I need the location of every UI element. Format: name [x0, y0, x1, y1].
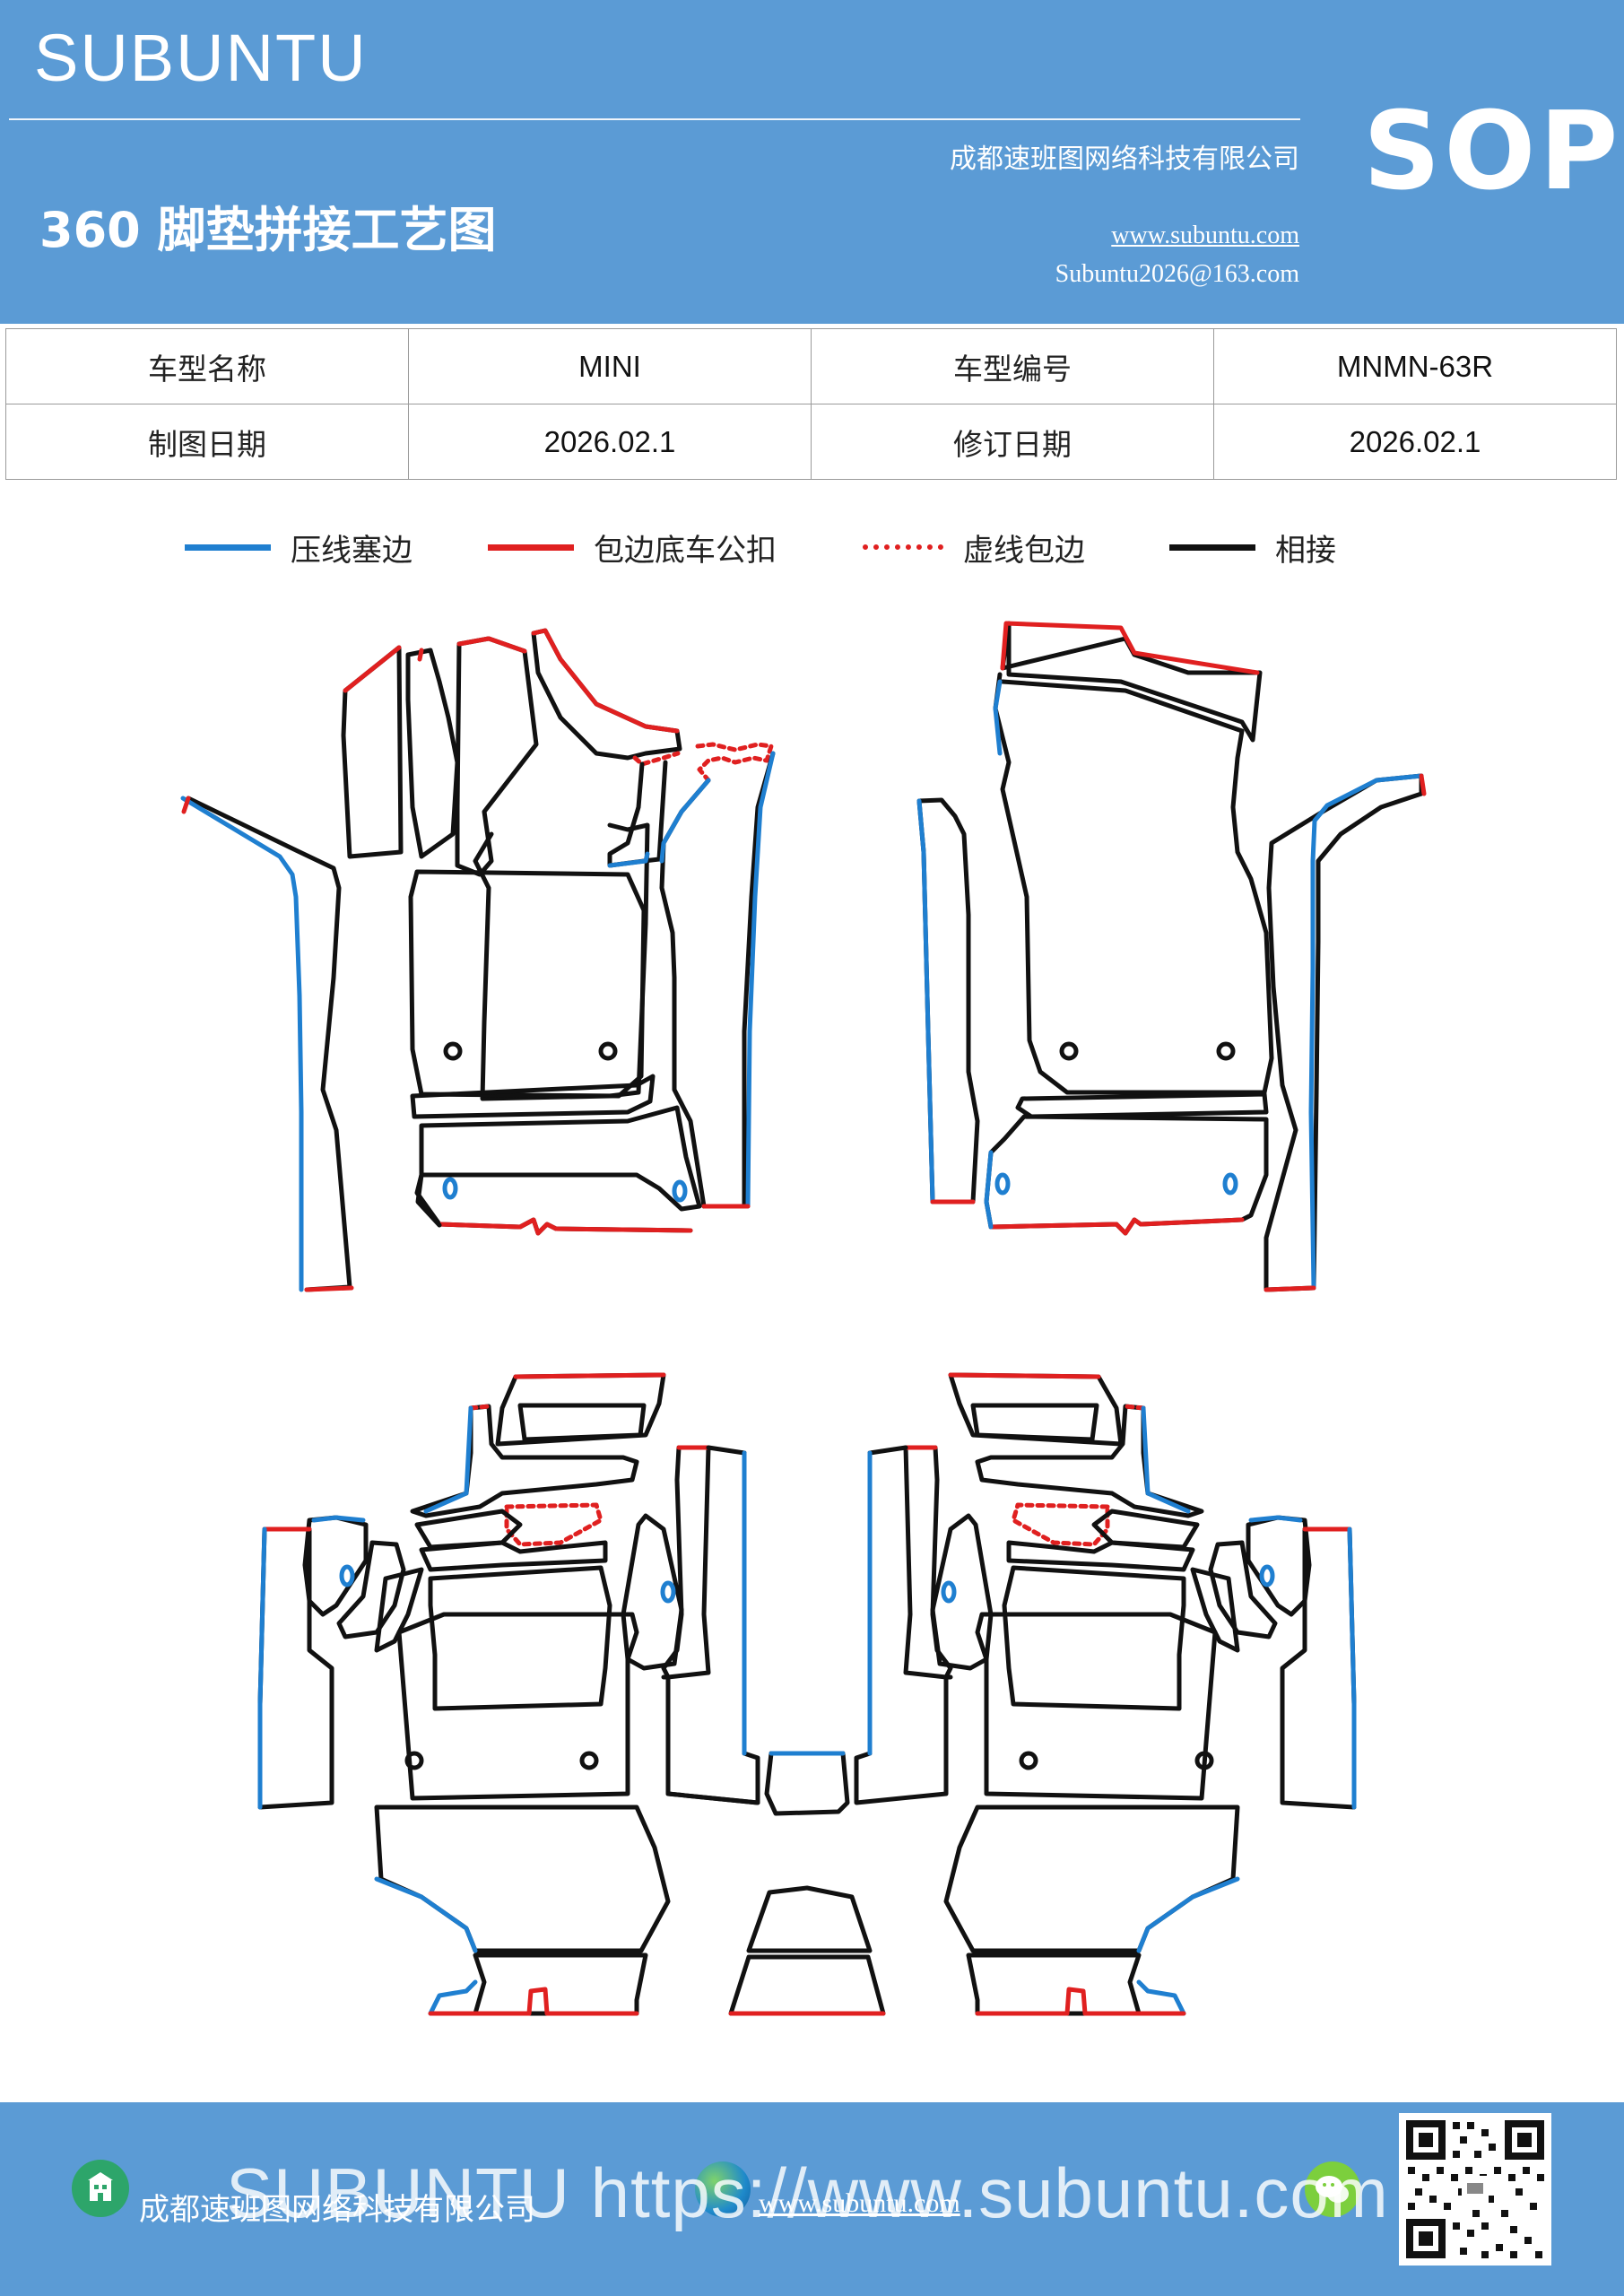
footer-website-link[interactable]: www.subuntu.com — [759, 2188, 960, 2218]
legend-label: 相接 — [1275, 532, 1336, 569]
legend-item-edge-clip: 包边底车公扣 — [488, 520, 777, 574]
footer-banner: SUBUNTU https://www.subuntu.com 成都速班图网络科… — [0, 2102, 1624, 2296]
legend-item-dotted-edge: 虚线包边 — [863, 520, 1085, 574]
model-code-value: MNMN-63R — [1213, 328, 1617, 404]
floor-mat-diagram — [0, 583, 1624, 2054]
sop-badge: SOP — [1363, 90, 1622, 214]
header-banner: SUBUNTU 360 脚垫拼接工艺图 成都速班图网络科技有限公司 www.su… — [0, 0, 1624, 324]
footer-company-name: 成都速班图网络科技有限公司 — [139, 2192, 535, 2228]
vehicle-info-table: 车型名称 MINI 车型编号 MNMN-63R 制图日期 2026.02.1 修… — [5, 328, 1617, 480]
document-title: 360 脚垫拼接工艺图 — [39, 202, 497, 258]
footer-watermark: SUBUNTU https://www.subuntu.com — [226, 2153, 1389, 2232]
front-left-mat — [180, 628, 776, 1292]
company-name: 成都速班图网络科技有限公司 — [950, 144, 1299, 175]
legend-swatch — [185, 544, 271, 551]
front-right-mat — [916, 621, 1427, 1292]
legend-label: 包边底车公扣 — [594, 532, 777, 569]
table-row: 车型名称 MINI 车型编号 MNMN-63R — [5, 328, 1617, 404]
qr-code — [1399, 2113, 1551, 2266]
draw-date-value: 2026.02.1 — [408, 404, 812, 480]
legend-swatch — [488, 544, 574, 551]
rear-left-mat — [257, 1372, 760, 2016]
draw-date-label: 制图日期 — [5, 404, 409, 480]
email-address: Subuntu2026@163.com — [1055, 260, 1299, 288]
table-row: 制图日期 2026.02.1 修订日期 2026.02.1 — [5, 404, 1617, 480]
model-name-label: 车型名称 — [5, 328, 409, 404]
legend-item-joined: 相接 — [1169, 520, 1336, 574]
legend: 压线塞边 包边底车公扣 虚线包边 相接 — [0, 520, 1624, 574]
globe-icon — [695, 2161, 751, 2217]
header-divider — [9, 118, 1300, 120]
building-icon — [72, 2160, 129, 2217]
legend-label: 压线塞边 — [291, 532, 413, 569]
wechat-icon — [1305, 2161, 1360, 2217]
center-pieces — [728, 1751, 886, 2016]
legend-swatch — [863, 544, 943, 550]
revise-date-label: 修订日期 — [811, 404, 1214, 480]
legend-label: 虚线包边 — [963, 532, 1085, 569]
website-link[interactable]: www.subuntu.com — [1111, 222, 1299, 249]
rear-right-mat — [854, 1372, 1357, 2016]
model-code-label: 车型编号 — [811, 328, 1214, 404]
revise-date-value: 2026.02.1 — [1213, 404, 1617, 480]
legend-swatch — [1169, 544, 1255, 551]
legend-item-press-line: 压线塞边 — [185, 520, 413, 574]
model-name-value: MINI — [408, 328, 812, 404]
brand-logo-text: SUBUNTU — [34, 21, 368, 95]
